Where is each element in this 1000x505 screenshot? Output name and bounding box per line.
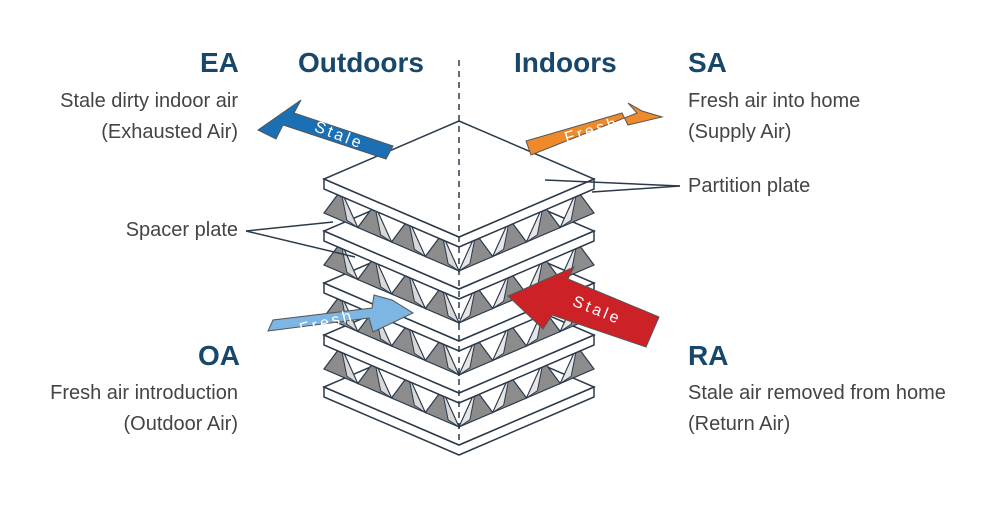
spacer-tooth-face bbox=[457, 389, 477, 429]
spacer-tooth-face bbox=[457, 285, 477, 325]
spacer-tooth-face bbox=[525, 204, 544, 244]
sa-subtitle: (Supply Air) bbox=[688, 121, 792, 143]
spacer-tooth-face bbox=[457, 233, 477, 273]
ra-code: RA bbox=[688, 340, 729, 371]
ea-code: EA bbox=[200, 47, 239, 78]
partition-plate-label: Partition plate bbox=[688, 175, 811, 197]
sa-description: Fresh air into home bbox=[688, 90, 861, 112]
spacer-tooth-face bbox=[441, 337, 461, 377]
spacer-tooth-face bbox=[491, 375, 511, 414]
sa-arrow: Fresh bbox=[525, 102, 664, 156]
spacer-tooth-face bbox=[340, 242, 359, 281]
spacer-tooth-face bbox=[340, 346, 359, 385]
spacer-leader-top bbox=[245, 221, 334, 232]
sa-arrow-label: Fresh bbox=[563, 114, 621, 147]
ea-description: Stale dirty indoor air bbox=[60, 90, 238, 112]
partition-leader-top bbox=[544, 179, 681, 187]
spacer-tooth-face bbox=[407, 219, 427, 258]
spacer-tooth-face bbox=[407, 271, 427, 310]
ra-description: Stale air removed from home bbox=[688, 382, 946, 404]
ea-arrow: Stale bbox=[257, 99, 394, 160]
spacer-tooth-face bbox=[491, 323, 511, 362]
spacer-leader-bottom bbox=[245, 230, 356, 258]
spacer-tooth-face bbox=[457, 337, 477, 377]
ea-arrow-label: Stale bbox=[312, 119, 366, 153]
partition-leader-bottom bbox=[591, 185, 681, 193]
spacer-tooth-face bbox=[340, 190, 359, 229]
ra-arrow: Stale bbox=[507, 265, 660, 348]
spacer-tooth-face bbox=[407, 375, 427, 414]
spacer-tooth-face bbox=[491, 271, 511, 310]
spacer-tooth-face bbox=[374, 256, 393, 296]
ra-subtitle: (Return Air) bbox=[688, 413, 791, 435]
indoors-heading: Indoors bbox=[514, 47, 617, 78]
outdoors-heading: Outdoors bbox=[298, 47, 424, 78]
spacer-tooth-face bbox=[374, 360, 393, 400]
spacer-tooth-face bbox=[441, 233, 461, 273]
spacer-tooth-face bbox=[441, 389, 461, 429]
spacer-tooth-face bbox=[559, 346, 578, 385]
spacer-tooth-face bbox=[491, 219, 511, 258]
oa-code: OA bbox=[198, 340, 240, 371]
spacer-tooth-face bbox=[441, 285, 461, 325]
oa-subtitle: (Outdoor Air) bbox=[123, 413, 238, 435]
spacer-tooth-face bbox=[407, 323, 427, 362]
oa-description: Fresh air introduction bbox=[50, 382, 238, 404]
spacer-plate-label: Spacer plate bbox=[125, 219, 238, 241]
spacer-tooth-face bbox=[525, 360, 544, 400]
spacer-tooth-face bbox=[374, 204, 393, 244]
ea-subtitle: (Exhausted Air) bbox=[101, 121, 238, 143]
sa-code: SA bbox=[688, 47, 727, 78]
spacer-tooth-face bbox=[559, 190, 578, 229]
